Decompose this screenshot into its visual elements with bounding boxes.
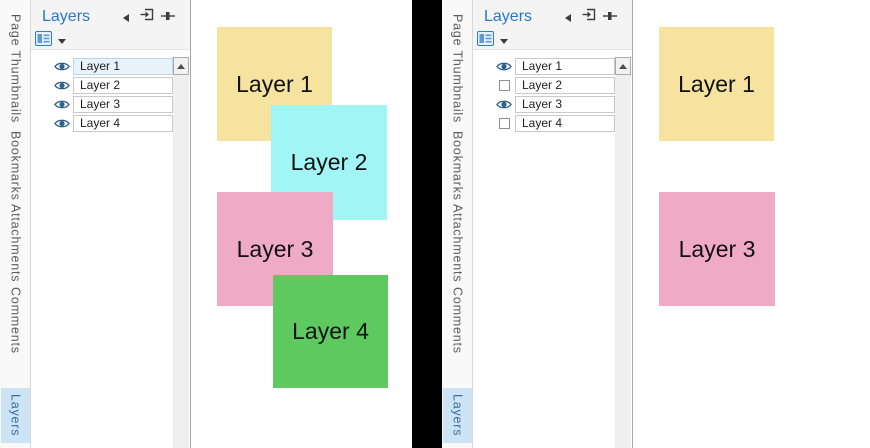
collapse-panel-icon[interactable] (565, 14, 571, 22)
layer-row[interactable]: Layer 4 (73, 115, 173, 132)
scrollbar-up-button[interactable] (615, 57, 631, 75)
layer-row[interactable]: Layer 2 (73, 77, 173, 94)
dock-panel-icon[interactable] (140, 7, 155, 22)
sidebar-tab-bookmarks[interactable]: Bookmarks (443, 131, 472, 201)
sidebar-tab-bookmarks[interactable]: Bookmarks (1, 131, 30, 201)
sidebar-tab-layers[interactable]: Layers (1, 388, 30, 443)
layer-row[interactable]: Layer 1 (73, 58, 173, 75)
sidebar-tab-page-thumbnails[interactable]: Page Thumbnails (1, 6, 30, 132)
tab-label: Bookmarks (8, 131, 23, 201)
screenshot-divider (412, 0, 442, 448)
tab-label: Attachments (8, 203, 23, 283)
pdf-viewer-right: Page Thumbnails Bookmarks Attachments Co… (442, 0, 870, 448)
sidebar-tab-comments[interactable]: Comments (1, 286, 30, 354)
up-arrow-icon (177, 63, 185, 69)
layers-panel: Layers (473, 0, 633, 448)
layer-square: Layer 3 (659, 192, 775, 306)
visibility-toggle[interactable] (495, 96, 513, 113)
checkbox-unchecked-icon (498, 118, 510, 129)
layer-options-icon[interactable] (35, 31, 52, 46)
options-dropdown-icon[interactable] (500, 39, 508, 44)
sidebar-tab-comments[interactable]: Comments (443, 286, 472, 354)
visibility-toggle[interactable] (53, 77, 71, 94)
eye-icon (54, 81, 70, 90)
visibility-toggle[interactable] (495, 77, 513, 94)
tab-label: Page Thumbnails (8, 14, 23, 124)
visibility-toggle[interactable] (53, 96, 71, 113)
layer-square: Layer 1 (659, 27, 774, 141)
tab-label: Comments (8, 286, 23, 354)
collapse-panel-icon[interactable] (123, 14, 129, 22)
panel-title: Layers (484, 8, 533, 25)
document-canvas: Layer 1 Layer 2 Layer 3 Layer 4 (192, 0, 412, 448)
sidebar-tab-attachments[interactable]: Attachments (443, 203, 472, 283)
eye-icon (496, 100, 512, 109)
scrollbar-up-button[interactable] (173, 57, 189, 75)
pin-panel-icon[interactable] (161, 11, 176, 21)
scrollbar-track[interactable] (173, 57, 189, 448)
layers-panel: Layers (31, 0, 191, 448)
tab-label: Comments (450, 286, 465, 354)
sidebar-tabstrip: Page Thumbnails Bookmarks Attachments Co… (0, 0, 31, 448)
up-arrow-icon (619, 63, 627, 69)
layer-row[interactable]: Layer 2 (515, 77, 615, 94)
layer-options-icon[interactable] (477, 31, 494, 46)
scrollbar-track[interactable] (615, 57, 631, 448)
sidebar-tab-layers[interactable]: Layers (443, 388, 472, 443)
dock-panel-icon[interactable] (582, 7, 597, 22)
visibility-toggle[interactable] (495, 115, 513, 132)
layer-square: Layer 4 (273, 275, 388, 388)
document-canvas: Layer 1 Layer 3 (634, 0, 870, 448)
layer-row[interactable]: Layer 1 (515, 58, 615, 75)
options-dropdown-icon[interactable] (58, 39, 66, 44)
sidebar-tab-attachments[interactable]: Attachments (1, 203, 30, 283)
pdf-viewer-left: Page Thumbnails Bookmarks Attachments Co… (0, 0, 412, 448)
eye-icon (496, 62, 512, 71)
tab-label: Layers (450, 394, 465, 437)
layer-row[interactable]: Layer 3 (515, 96, 615, 113)
layer-row[interactable]: Layer 4 (515, 115, 615, 132)
panel-title: Layers (42, 8, 91, 25)
tab-label: Layers (8, 394, 23, 437)
layers-panel-header: Layers (473, 0, 632, 50)
tab-label: Attachments (450, 203, 465, 283)
visibility-toggle[interactable] (495, 58, 513, 75)
eye-icon (54, 62, 70, 71)
eye-icon (54, 100, 70, 109)
sidebar-tabstrip: Page Thumbnails Bookmarks Attachments Co… (442, 0, 473, 448)
visibility-toggle[interactable] (53, 115, 71, 132)
sidebar-tab-page-thumbnails[interactable]: Page Thumbnails (443, 6, 472, 132)
eye-icon (54, 119, 70, 128)
tab-label: Bookmarks (450, 131, 465, 201)
tab-label: Page Thumbnails (450, 14, 465, 124)
layer-row[interactable]: Layer 3 (73, 96, 173, 113)
pin-panel-icon[interactable] (603, 11, 618, 21)
checkbox-unchecked-icon (498, 80, 510, 91)
visibility-toggle[interactable] (53, 58, 71, 75)
layers-panel-header: Layers (31, 0, 190, 50)
